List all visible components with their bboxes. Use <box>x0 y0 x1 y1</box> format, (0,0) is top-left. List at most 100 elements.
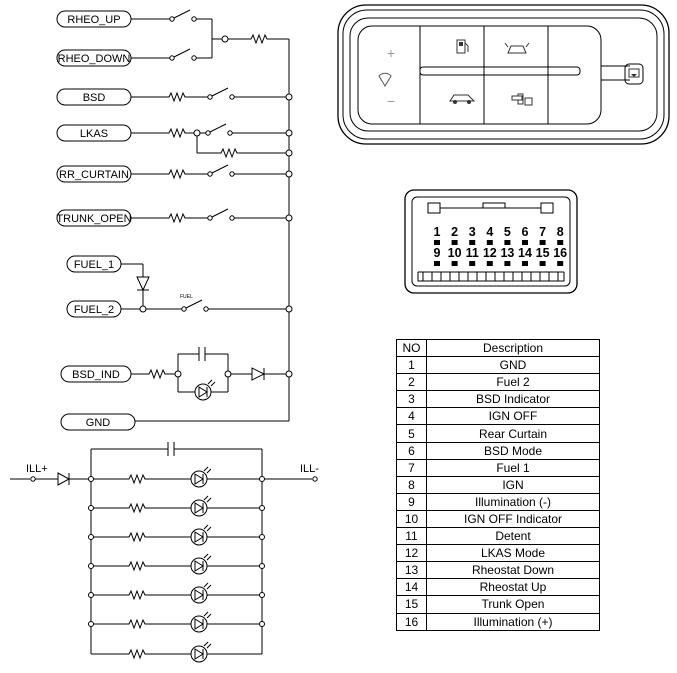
pin-number-cell: 12 <box>396 544 427 563</box>
pin-description-cell: BSD Mode <box>426 441 600 460</box>
pin-number-cell: 5 <box>396 424 427 443</box>
trunk-icon <box>449 94 476 104</box>
rheostat-circuit <box>131 9 289 61</box>
lkas-circuit <box>131 123 293 158</box>
connector-pin-label: 5 <box>504 225 511 239</box>
pin-description-cell: Detent <box>426 527 600 546</box>
column-header-description: Description <box>426 338 600 358</box>
pin-description-cell: Illumination (-) <box>426 492 600 511</box>
column-header-no: NO <box>396 338 427 358</box>
pin-description-cell: Fuel 1 <box>426 458 600 477</box>
bsd-circuit <box>131 87 293 102</box>
pin-description-cell: IGN OFF <box>426 407 600 426</box>
bsd-indicator-circuit <box>131 347 293 401</box>
connector-pin-pad <box>522 240 528 245</box>
connector-pin-label: 8 <box>557 225 564 239</box>
indicator-lamp <box>511 95 523 101</box>
pin-number-cell: 7 <box>396 458 427 477</box>
minus-icon: − <box>387 93 395 109</box>
connector-pin-label: 6 <box>522 225 529 239</box>
input-lkas: LKAS <box>56 124 132 142</box>
pin-number-cell: 10 <box>396 509 427 529</box>
input-rr-curtain: RR_CURTAIN <box>56 165 132 183</box>
svg-text:FUEL_2: FUEL_2 <box>74 304 114 316</box>
illumination-led-row <box>88 553 265 575</box>
input-trunk-open: TRUNK_OPEN <box>56 209 132 227</box>
svg-text:GND: GND <box>86 417 111 429</box>
pin-description-cell: Trunk Open <box>426 595 600 614</box>
svg-text:RR_CURTAIN: RR_CURTAIN <box>59 169 129 181</box>
pin-description-cell: IGN OFF Indicator <box>426 509 600 529</box>
svg-text:RHEO_UP: RHEO_UP <box>67 14 120 26</box>
connector-pin-label: 12 <box>483 246 497 260</box>
curtain-icon <box>628 68 640 78</box>
connector-pin-label: 11 <box>466 246 479 260</box>
pin-description-cell: Rheostat Down <box>426 561 600 580</box>
connector-pin-label: 16 <box>553 246 567 260</box>
connector-pin-pad <box>451 261 458 266</box>
pin-number-cell: 1 <box>396 356 427 375</box>
connector-pin-label: 3 <box>469 225 476 239</box>
pin-description-cell: Rear Curtain <box>426 424 600 443</box>
connector-pin-label: 14 <box>518 246 532 260</box>
svg-text:BSD_IND: BSD_IND <box>72 369 120 381</box>
input-fuel-2: FUEL_2 <box>66 300 122 318</box>
trunk-open-circuit <box>131 208 293 223</box>
connector-pin-label: 7 <box>539 225 546 239</box>
pin-number-cell: 9 <box>396 492 427 511</box>
pin-number-cell: 2 <box>396 373 427 392</box>
pin-number-cell: 3 <box>396 390 427 409</box>
connector-pin-label: 10 <box>448 246 462 260</box>
illumination-led-row <box>88 495 265 517</box>
svg-text:FUEL: FUEL <box>180 294 193 300</box>
illumination-led-row <box>91 641 262 663</box>
pin-description-cell: Rheostat Up <box>426 578 600 597</box>
connector-pin-pad <box>522 261 528 266</box>
connector-pin-label: 1 <box>434 225 441 239</box>
connector-pin-label: 2 <box>451 225 458 239</box>
connector-pin-pad <box>451 240 458 245</box>
rear-curtain-circuit <box>131 164 293 179</box>
connector-pin-pad <box>539 261 546 266</box>
pin-description-cell: IGN <box>426 475 600 494</box>
connector-pin-pad <box>469 240 476 245</box>
svg-text:LKAS: LKAS <box>80 128 108 140</box>
svg-text:FUEL_1: FUEL_1 <box>74 259 114 271</box>
pin-number-cell: 15 <box>396 595 427 614</box>
pin-description-cell: BSD Indicator <box>426 390 600 409</box>
illumination-led-row <box>88 582 265 604</box>
pin-number-cell: 13 <box>396 561 427 580</box>
svg-text:TRUNK_OPEN: TRUNK_OPEN <box>56 213 131 225</box>
connector-pin-pad <box>504 261 511 266</box>
connector-pin-label: 15 <box>536 246 550 260</box>
pin-description-cell: LKAS Mode <box>426 544 600 563</box>
connector-pin-label: 4 <box>486 225 493 239</box>
pin-number-cell: 8 <box>396 475 427 494</box>
illumination-led-row <box>88 611 265 633</box>
connector-pin-pad <box>469 261 476 266</box>
connector-pin-pad <box>434 261 440 266</box>
table-header-row: NO Description <box>396 338 600 358</box>
connector-pin-pad <box>557 261 564 266</box>
connector-pin-pad <box>434 240 440 245</box>
input-rheo-down: RHEO_DOWN <box>56 49 132 67</box>
pin-description-cell: GND <box>426 356 600 375</box>
connector-pin-pad <box>504 240 511 245</box>
fuel-circuit: FUEL <box>121 263 293 313</box>
illumination-led-row <box>88 466 265 488</box>
fuel-icon <box>456 39 469 54</box>
svg-text:BSD: BSD <box>83 92 106 104</box>
